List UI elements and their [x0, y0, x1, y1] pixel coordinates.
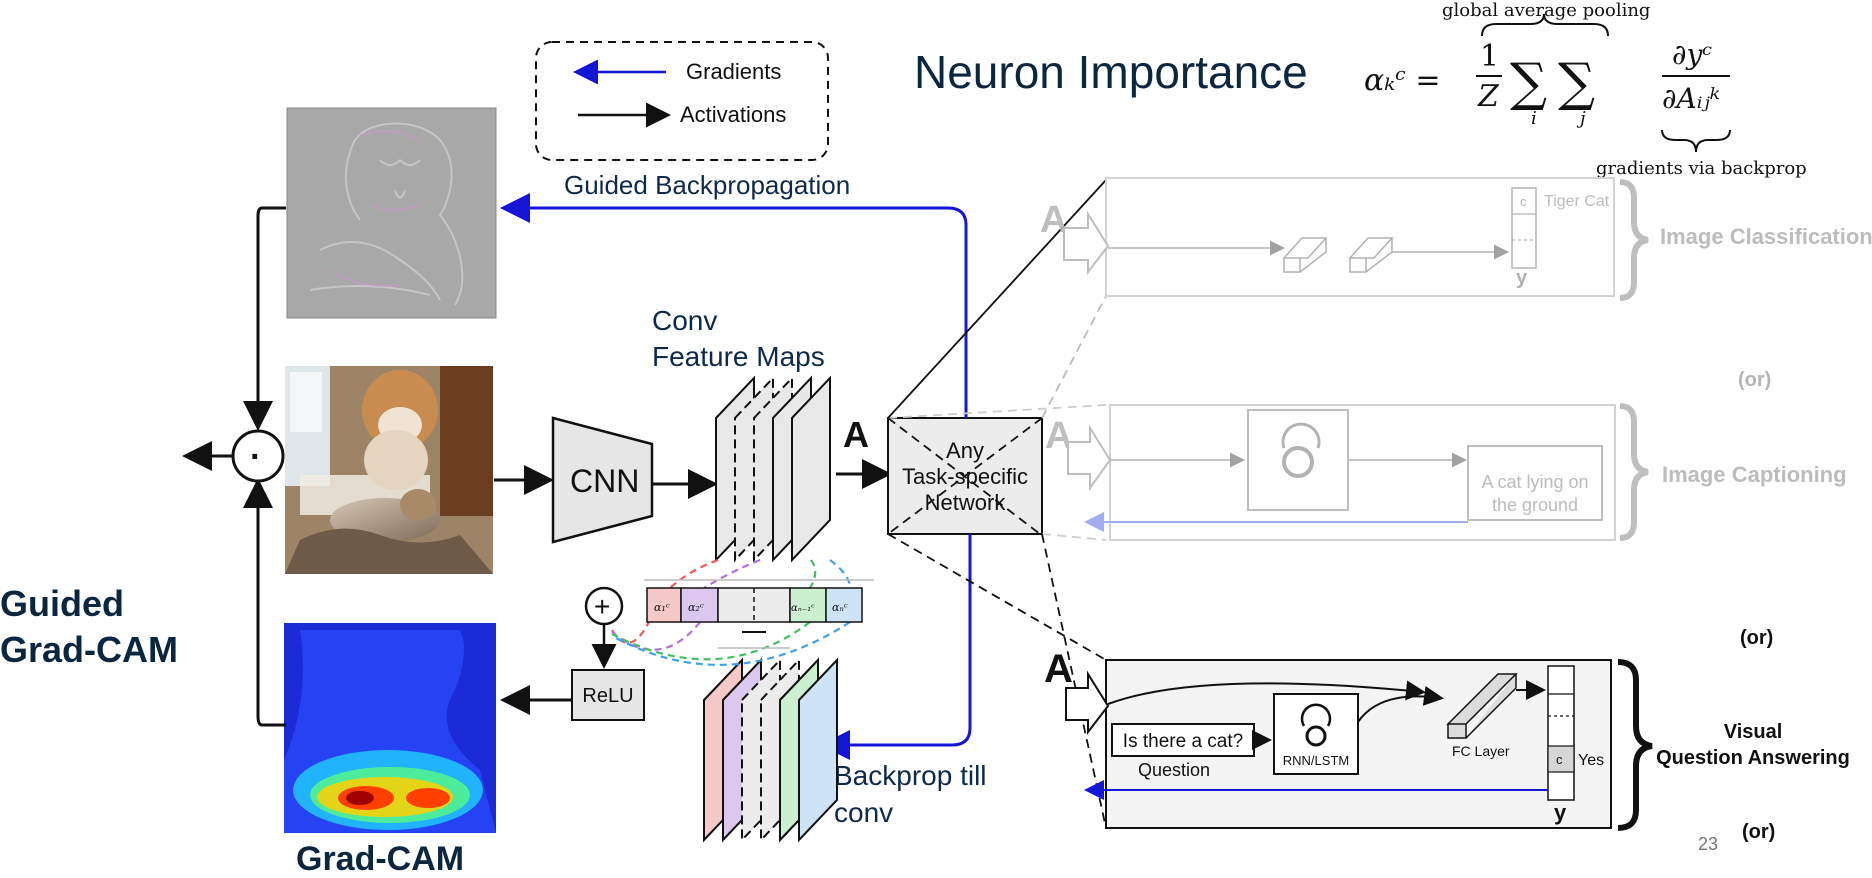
alpha-n: αₙᶜ	[832, 601, 848, 614]
expansion-lines	[887, 179, 1107, 829]
cnn-block: CNN	[551, 416, 654, 544]
legend-gradients-label: Gradients	[686, 59, 781, 84]
formula-grad-num: ∂yᶜ	[1672, 38, 1712, 71]
gradcam-label: Grad-CAM	[296, 840, 464, 878]
cls-output-y: y	[1516, 267, 1528, 289]
sum-node: +	[584, 586, 624, 669]
feature-map-A-label: A	[843, 414, 869, 455]
gradcam-heatmap-image	[284, 623, 496, 833]
guided-backprop-arrow	[500, 193, 968, 418]
caption-line-2: the ground	[1492, 495, 1578, 515]
elementwise-product-node: ·	[182, 206, 286, 727]
relu-block: ReLU	[500, 669, 645, 721]
page-number: 23	[1698, 834, 1718, 854]
input-image-dog-cat	[285, 366, 493, 574]
formula-bottom-note: gradients via backprop	[1596, 158, 1807, 179]
guided-gradcam-label-2: Grad-CAM	[0, 629, 178, 670]
guided-backprop-label: Guided Backpropagation	[564, 170, 850, 200]
caption-line-1: A cat lying on	[1481, 472, 1588, 492]
guided-gradcam-label-1: Guided	[0, 583, 124, 624]
alpha-weights-row: α₁ᶜ α₂ᶜ αₙ₋₁ᶜ αₙᶜ	[644, 579, 874, 649]
vqa-input-A: A	[1044, 647, 1073, 691]
alpha-1: α₁ᶜ	[654, 601, 670, 614]
task-network-line-3: Network	[925, 490, 1007, 515]
conv-label: Conv	[652, 305, 717, 336]
captioning-panel: A A cat lying on the ground Image Captio…	[1045, 403, 1847, 541]
neuron-importance-formula: Neuron Importance global average pooling…	[914, 0, 1807, 179]
product-dot: ·	[250, 438, 261, 476]
formula-grad-den: ∂Aᵢⱼᵏ	[1662, 82, 1720, 115]
vqa-rnn-label: RNN/LSTM	[1283, 753, 1349, 768]
legend-activations-label: Activations	[680, 102, 786, 127]
cls-task-label: Image Classification	[1660, 224, 1872, 249]
vqa-output-y: y	[1554, 800, 1567, 825]
or-2: (or)	[1740, 627, 1773, 649]
vqa-question-text: Is there a cat?	[1123, 731, 1243, 752]
gradient-feature-maps	[703, 657, 838, 843]
alpha-connector-curves	[611, 558, 852, 666]
formula-heading: Neuron Importance	[914, 46, 1308, 98]
alpha-2: α₂ᶜ	[688, 601, 704, 614]
relu-label: ReLU	[582, 685, 633, 707]
vqa-fc-label: FC Layer	[1452, 743, 1510, 759]
formula-sum-j: ∑	[1558, 53, 1595, 113]
formula-index-j: j	[1576, 108, 1586, 129]
vqa-class-c: c	[1556, 752, 1563, 767]
vqa-panel: A Is there a cat? Question RNN/LSTM FC L…	[1044, 647, 1850, 831]
vqa-question-label: Question	[1138, 760, 1210, 780]
backprop-label-1: Backprop till	[834, 760, 987, 791]
cls-input-A: A	[1040, 199, 1067, 241]
bottom-brace	[1661, 129, 1731, 153]
formula-lhs: αₖᶜ =	[1364, 63, 1440, 98]
vqa-task-label-1: Visual	[1724, 721, 1783, 743]
or-3: (or)	[1742, 821, 1775, 843]
task-network-line-1: Any	[946, 438, 984, 463]
formula-top-note: global average pooling	[1442, 0, 1650, 21]
conv-feature-maps	[715, 375, 831, 563]
backprop-label-2: conv	[834, 797, 893, 828]
feature-maps-label: Feature Maps	[652, 341, 825, 372]
vqa-answer: Yes	[1578, 752, 1604, 769]
sum-plus: +	[594, 591, 610, 622]
formula-1z-den: Z	[1477, 79, 1500, 114]
cap-task-label: Image Captioning	[1662, 462, 1847, 487]
formula-1z-num: 1	[1480, 39, 1499, 74]
top-brace	[1481, 13, 1609, 37]
formula-sum-i: ∑	[1510, 53, 1547, 113]
formula-index-i: i	[1531, 108, 1537, 129]
guided-backprop-image	[286, 107, 497, 319]
cnn-label: CNN	[570, 463, 639, 499]
cls-class-c: c	[1520, 194, 1527, 209]
or-1: (or)	[1738, 369, 1771, 391]
legend-box: Gradients Activations	[535, 41, 829, 161]
alpha-n-minus-1: αₙ₋₁ᶜ	[791, 603, 815, 614]
cls-class-name: Tiger Cat	[1544, 193, 1610, 210]
backprop-till-conv-arrow	[820, 534, 972, 760]
classification-panel: A c Tiger Cat y Image Classification	[1040, 177, 1872, 301]
vqa-task-label-2: Question Answering	[1656, 747, 1850, 769]
